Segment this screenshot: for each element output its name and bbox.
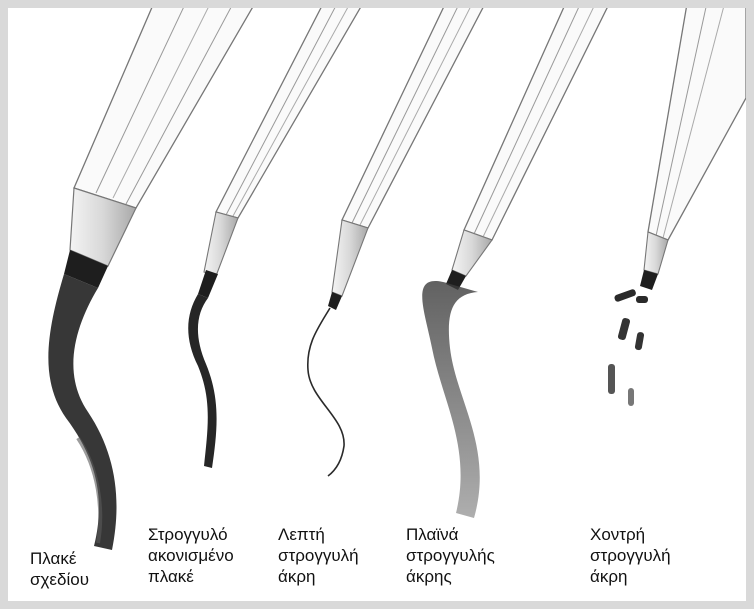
caption-line: Λεπτή (278, 524, 359, 545)
pencil-flat-sketch (48, 8, 258, 550)
caption-line: ακονισμένο (148, 545, 234, 566)
pencil-strokes-illustration (8, 8, 746, 601)
illustration-frame: Πλακέ σχεδίου Στρογγυλό ακονισμένο πλακέ… (8, 8, 746, 601)
caption-line: άκρη (590, 566, 671, 587)
caption-side-round: Πλαϊνά στρογγυλής άκρης (406, 524, 495, 587)
caption-line: Πλαϊνά (406, 524, 495, 545)
caption-thin-round: Λεπτή στρογγυλή άκρη (278, 524, 359, 587)
pencil-side-round (422, 8, 612, 518)
caption-flat-sketch: Πλακέ σχεδίου (30, 548, 89, 590)
caption-line: Στρογγυλό (148, 524, 234, 545)
caption-line: στρογγυλής (406, 545, 495, 566)
caption-line: άκρη (278, 566, 359, 587)
caption-line: στρογγυλή (278, 545, 359, 566)
caption-line: στρογγυλή (590, 545, 671, 566)
caption-line: άκρης (406, 566, 495, 587)
caption-line: Χοντρή (590, 524, 671, 545)
caption-thick-round: Χοντρή στρογγυλή άκρη (590, 524, 671, 587)
caption-line: σχεδίου (30, 569, 89, 590)
caption-line: Πλακέ (30, 548, 89, 569)
pencil-thick-round (608, 8, 746, 406)
caption-rounded-sharpened-flat: Στρογγυλό ακονισμένο πλακέ (148, 524, 234, 587)
caption-line: πλακέ (148, 566, 234, 587)
